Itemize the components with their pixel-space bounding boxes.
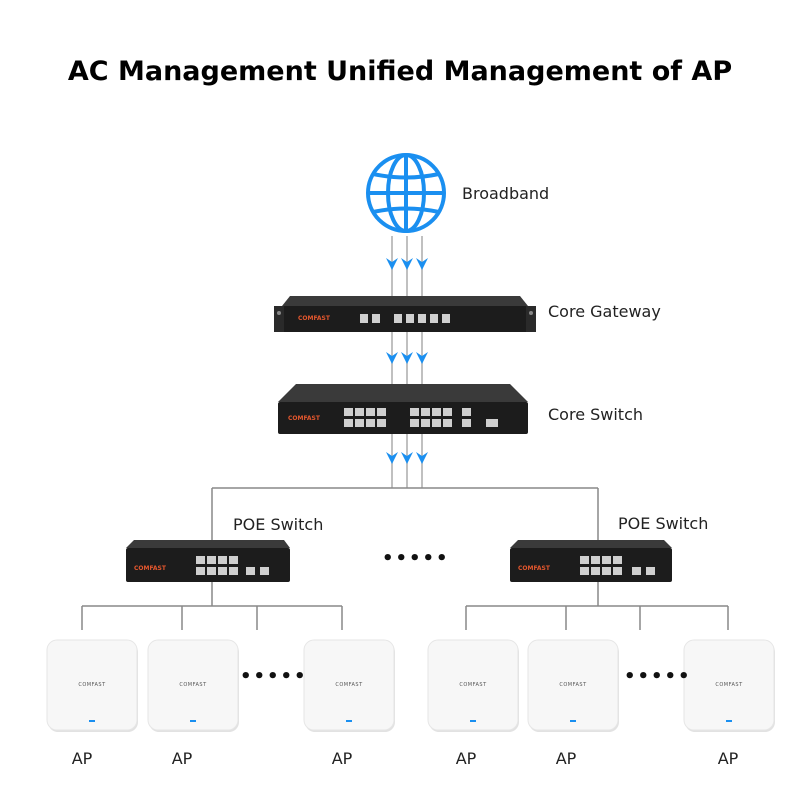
- globe-icon: [366, 153, 446, 233]
- arrowheads-bottom: [386, 452, 428, 464]
- access-point-unit: COMFAST AP: [147, 639, 239, 768]
- ap-led-indicator: [470, 720, 476, 722]
- core-switch-device: COMFAST: [278, 384, 528, 434]
- arrowheads-top: [386, 258, 428, 270]
- ap-brand: COMFAST: [179, 682, 207, 688]
- poe-switch-right-device: COMFAST: [510, 540, 672, 582]
- poe-switch-left-device: COMFAST: [126, 540, 290, 582]
- ap-led-indicator: [726, 720, 732, 722]
- core-gateway-label: Core Gateway: [548, 302, 661, 321]
- gateway-brand: COMFAST: [298, 315, 331, 322]
- ap-label: AP: [456, 749, 477, 768]
- ap-brand: COMFAST: [459, 682, 487, 688]
- ap-led-indicator: [346, 720, 352, 722]
- ap-led-indicator: [190, 720, 196, 722]
- access-point-unit: COMFAST AP: [303, 639, 395, 768]
- poe-left-brand: COMFAST: [134, 565, 167, 572]
- distribution-lines: [211, 487, 599, 540]
- poe-switch-left-label: POE Switch: [233, 515, 323, 534]
- ap-brand: COMFAST: [78, 682, 106, 688]
- poe-right-brand: COMFAST: [518, 565, 551, 572]
- ap-brand: COMFAST: [335, 682, 363, 688]
- access-point-unit: COMFAST AP: [427, 639, 519, 768]
- ellipsis-poe: •••••: [382, 548, 450, 569]
- ellipsis-ap-left: •••••: [240, 666, 308, 687]
- ap-label: AP: [332, 749, 353, 768]
- core-switch-label: Core Switch: [548, 405, 643, 424]
- access-point-unit: COMFAST AP: [527, 639, 619, 768]
- core-switch-brand: COMFAST: [288, 415, 321, 422]
- ap-led-indicator: [89, 720, 95, 722]
- poe-switch-right-label: POE Switch: [618, 514, 708, 533]
- ap-lines-right: [465, 582, 729, 630]
- ap-brand: COMFAST: [559, 682, 587, 688]
- arrowheads-middle: [386, 352, 428, 364]
- access-points: COMFASTAPCOMFASTAPCOMFASTAPCOMFASTAPCOMF…: [46, 639, 775, 768]
- ap-lines-left: [81, 582, 343, 630]
- access-point-unit: COMFAST AP: [46, 639, 138, 768]
- ap-brand: COMFAST: [715, 682, 743, 688]
- broadband-label: Broadband: [462, 184, 549, 203]
- ap-label: AP: [172, 749, 193, 768]
- ap-label: AP: [72, 749, 93, 768]
- access-point-unit: COMFAST AP: [683, 639, 775, 768]
- ap-label: AP: [718, 749, 739, 768]
- ap-label: AP: [556, 749, 577, 768]
- ap-led-indicator: [570, 720, 576, 722]
- core-gateway-device: COMFAST: [274, 296, 536, 332]
- ellipsis-ap-right: •••••: [624, 666, 692, 687]
- page-title: AC Management Unified Management of AP: [67, 56, 733, 87]
